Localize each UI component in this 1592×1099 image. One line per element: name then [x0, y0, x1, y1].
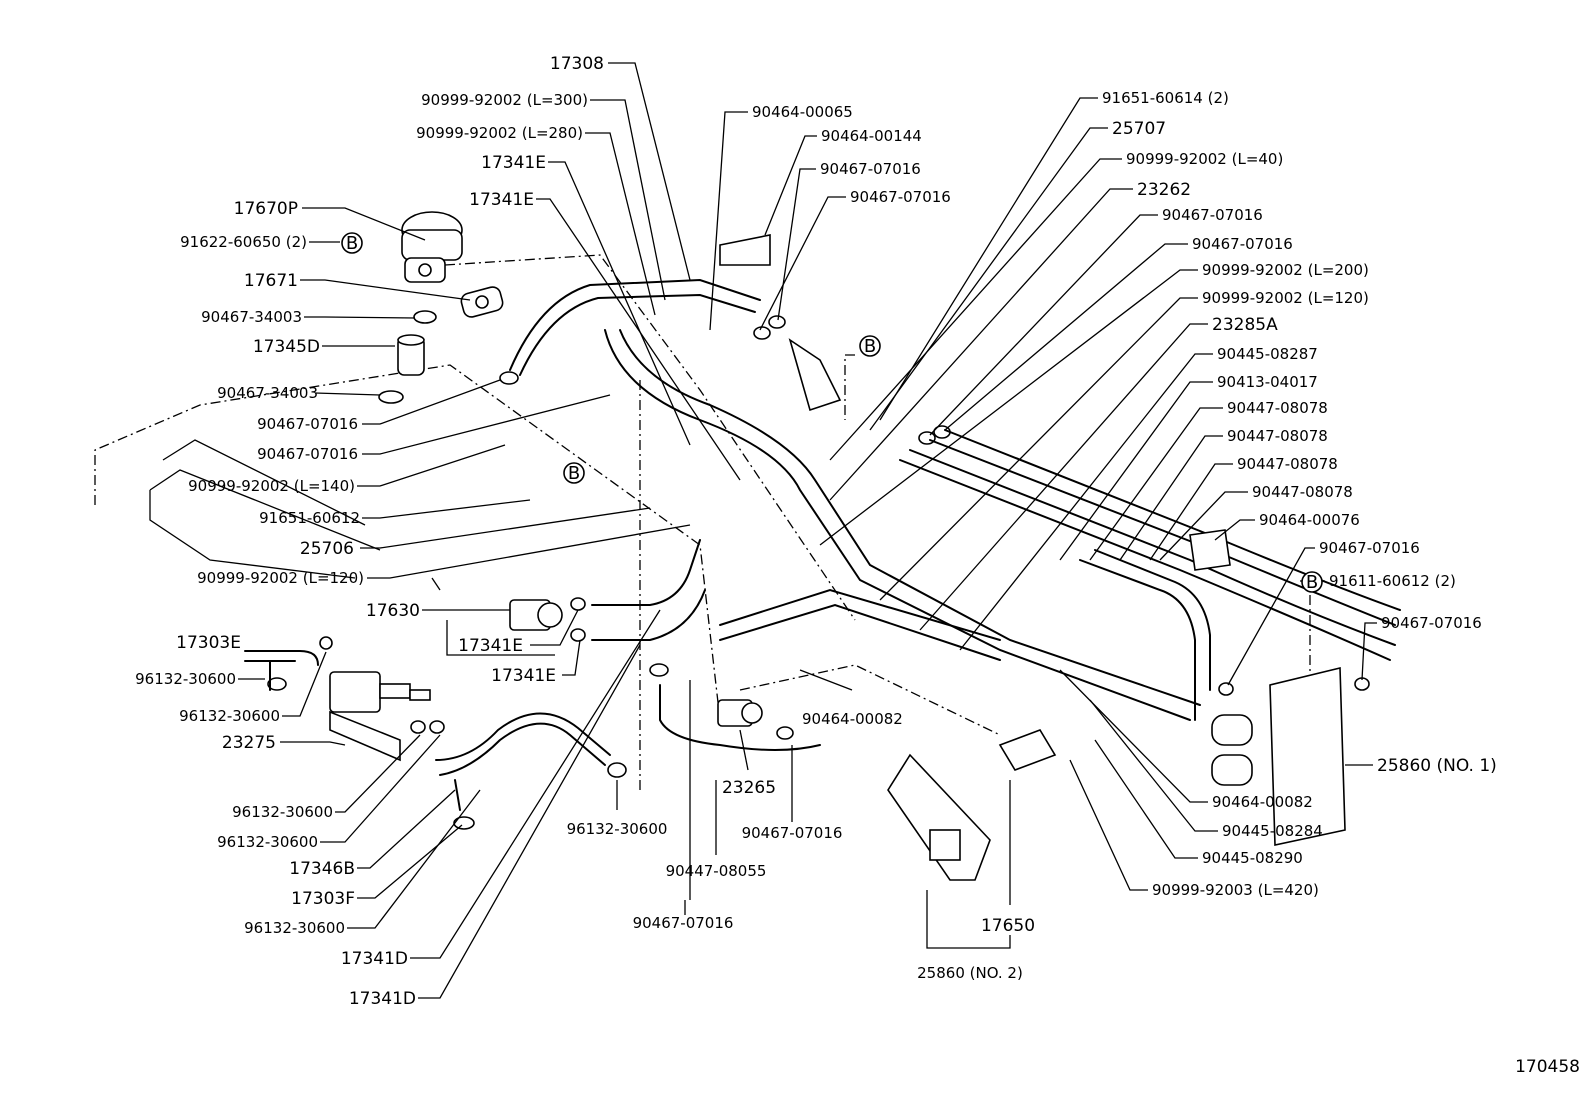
part-label: 17341E [469, 190, 534, 210]
ref-marker-b-3: B [859, 335, 881, 357]
part-label: 90445-08284 [1222, 822, 1323, 840]
vsv-17630-drawing [509, 599, 563, 631]
main-pipe-bundle-drawing [604, 329, 1191, 721]
svg-text:B: B [346, 233, 358, 254]
vsv-bracket-23275-drawing [329, 671, 431, 762]
part-label: 90467-07016 [1319, 539, 1420, 557]
part-label: 17308 [550, 54, 604, 74]
part-label: 90467-07016 [257, 445, 358, 463]
part-label: 25706 [300, 539, 354, 559]
part-label: 90445-08287 [1217, 345, 1318, 363]
part-label: 91651-60612 [259, 509, 360, 527]
part-label: 90999-92003 (L=420) [1152, 881, 1319, 899]
part-label: 90447-08078 [1227, 427, 1328, 445]
diagram-id: 170458 [1515, 1057, 1580, 1077]
part-label: 90447-08078 [1227, 399, 1328, 417]
part-label: 90467-07016 [742, 824, 843, 842]
part-label: 23262 [1137, 180, 1191, 200]
part-label: 17341E [491, 666, 556, 686]
svg-text:B: B [568, 463, 580, 484]
hose-17345d-drawing [397, 334, 425, 376]
part-label: 90467-07016 [1162, 206, 1263, 224]
part-label: 25707 [1112, 119, 1166, 139]
part-label: 90467-07016 [1381, 614, 1482, 632]
clamps-drawing [267, 310, 1370, 830]
part-label: 96132-30600 [135, 670, 236, 688]
part-label: 90467-07016 [1192, 235, 1293, 253]
part-label: 91622-60650 (2) [180, 233, 307, 251]
part-label: 90464-00065 [752, 103, 853, 121]
part-label: 90467-34003 [217, 384, 318, 402]
svg-text:B: B [1306, 572, 1318, 593]
part-label: 23285A [1212, 315, 1278, 335]
part-label: 90999-92002 (L=120) [197, 569, 364, 587]
part-label: 90413-04017 [1217, 373, 1318, 391]
part-label: 23275 [222, 733, 276, 753]
part-label: 90467-07016 [633, 914, 734, 932]
part-label: 90464-00082 [1212, 793, 1313, 811]
part-label: 90464-00082 [802, 710, 903, 728]
part-label: 23265 [722, 778, 776, 798]
part-label: 96132-30600 [217, 833, 318, 851]
pipe-17341d-drawing [591, 539, 701, 606]
line-art [94, 211, 1401, 881]
part-labels: 17308 90999-92002 (L=300) 90999-92002 (L… [135, 54, 1497, 1009]
ref-marker-b-2: B [563, 462, 585, 484]
part-label: 25860 (NO. 1) [1377, 756, 1497, 776]
ref-marker-b-1: B [341, 232, 363, 254]
part-label: 90999-92002 (L=40) [1126, 150, 1283, 168]
part-label: 17671 [244, 271, 298, 291]
part-label: 17345D [253, 337, 320, 357]
vsv-23265-drawing [717, 699, 763, 727]
part-label: 17341E [458, 636, 523, 656]
hose-17308-drawing [509, 278, 761, 371]
part-label: 17341D [341, 949, 408, 969]
part-label: 17630 [366, 601, 420, 621]
part-label: 17303E [176, 633, 241, 653]
part-label: 17650 [981, 916, 1035, 936]
part-label: 90999-92002 (L=280) [416, 124, 583, 142]
part-label: 90999-92002 (L=140) [188, 477, 355, 495]
part-label: 17303F [291, 889, 355, 909]
part-label: 90464-00076 [1259, 511, 1360, 529]
part-label: 90467-07016 [820, 160, 921, 178]
part-label: 17341E [481, 153, 546, 173]
leader-lines [149, 62, 1377, 999]
part-label: 17341D [349, 989, 416, 1009]
part-label: 96132-30600 [232, 803, 333, 821]
part-label: 90999-92002 (L=300) [421, 91, 588, 109]
part-label: 90467-34003 [201, 308, 302, 326]
part-label: 90447-08078 [1252, 483, 1353, 501]
part-label: 90445-08290 [1202, 849, 1303, 867]
gasket-drawing [460, 286, 504, 318]
part-label: 25860 (NO. 2) [917, 964, 1023, 982]
bracket-25860-no2-drawing [887, 753, 991, 881]
part-label: 90464-00144 [821, 127, 922, 145]
part-label: 17670P [234, 199, 298, 219]
part-label: 91651-60614 (2) [1102, 89, 1229, 107]
hose-17303e-drawing [244, 650, 319, 666]
egr-valve-drawing [401, 211, 463, 283]
part-label: 90447-08055 [666, 862, 767, 880]
part-label: 90467-07016 [257, 415, 358, 433]
part-label: 90447-08078 [1237, 455, 1338, 473]
canister-25860-drawing [1211, 666, 1346, 846]
part-label: 96132-30600 [244, 919, 345, 937]
part-label: 91611-60612 (2) [1329, 572, 1456, 590]
part-label: 90467-07016 [850, 188, 951, 206]
ref-marker-b-4: B [1301, 571, 1323, 593]
pipe-17346b-drawing [439, 722, 606, 776]
part-label: 17346B [289, 859, 355, 879]
svg-text:B: B [864, 336, 876, 357]
clip-drawing [719, 234, 771, 266]
part-label: 96132-30600 [179, 707, 280, 725]
part-label: 90999-92002 (L=120) [1202, 289, 1369, 307]
part-label: 96132-30600 [567, 820, 668, 838]
part-label: 90999-92002 (L=200) [1202, 261, 1369, 279]
